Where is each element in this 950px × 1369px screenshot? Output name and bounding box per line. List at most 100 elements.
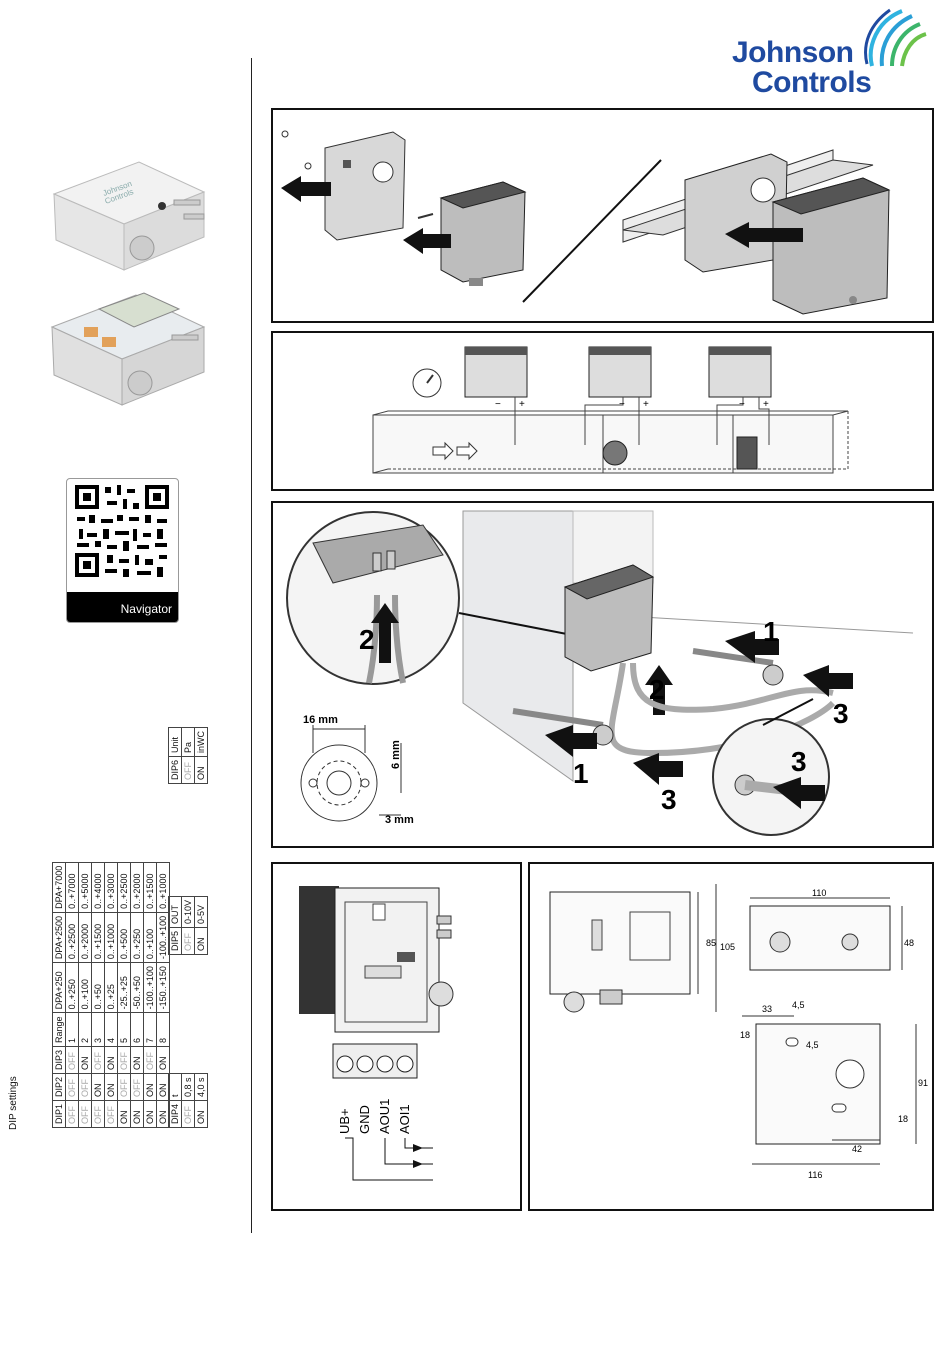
dim-110-label: 110: [812, 888, 826, 898]
sign-minus-2: −: [619, 399, 625, 410]
dim-48-label: 48: [904, 938, 914, 948]
table-cell: -25..+25: [117, 962, 131, 1013]
cover-image: [299, 886, 339, 1014]
table-cell: 0..+1500: [143, 862, 157, 913]
tube-connection-illustration: 16 mm 6 mm 3 mm 1 2 3 1 2 3 3: [286, 510, 914, 836]
back-plate-image: [324, 131, 406, 241]
device-open-image: [50, 292, 206, 406]
table-cell: 0..+3000: [104, 862, 118, 913]
arrow-left-icon: [545, 725, 597, 757]
table-cell: OFF: [91, 1046, 105, 1074]
product-photos: Johnson Controls: [50, 161, 206, 406]
table-cell: -100..+100: [143, 962, 157, 1013]
arrow-left-icon: [403, 228, 451, 254]
table-cell: 0..+100: [78, 962, 92, 1013]
terminal-aoi1-label: AOI1: [397, 1104, 412, 1134]
table-cell: OFF: [143, 1046, 157, 1074]
table-cell: 0..+250: [130, 912, 144, 963]
table-cell: ON: [78, 1046, 92, 1074]
mounting-illustration: [281, 130, 891, 315]
table-header-cell: DIP3: [52, 1046, 66, 1074]
wiring-illustration: UB+ GND AOU1 AOI1: [299, 886, 454, 1181]
table-cell: OFF: [181, 756, 195, 784]
qr-code-icon: [75, 485, 169, 577]
sensor-box-image: [439, 181, 527, 286]
table-cell: 2: [78, 1012, 92, 1047]
brand-line2: Controls: [752, 66, 872, 99]
dim-42-label: 42: [852, 1144, 862, 1154]
dimension-drawing: 85 105 110 48 33 4,5 4,5 18 91 18 42 116: [549, 884, 928, 1180]
table-header-cell: Range: [52, 1012, 66, 1047]
brand-line1: Johnson: [732, 36, 854, 69]
dip-switch-block: [397, 952, 415, 962]
table-cell: ON: [104, 1073, 118, 1101]
sign-minus-1: −: [495, 399, 501, 410]
sign-plus-2: +: [643, 399, 649, 410]
dim-height-label: 6 mm: [390, 740, 402, 769]
table-cell: 3: [91, 1012, 105, 1047]
dim-91-label: 91: [918, 1078, 928, 1088]
table-cell: 7: [143, 1012, 157, 1047]
callout-2a: 2: [649, 674, 665, 705]
arrow-left-icon: [725, 631, 779, 663]
callout-2b: 2: [359, 624, 375, 655]
table-cell: ON: [156, 1046, 170, 1074]
table-cell: OFF: [117, 1046, 131, 1074]
table-cell: 1: [65, 1012, 79, 1047]
table-cell: 5: [117, 1012, 131, 1047]
table-cell: 0..+50: [91, 962, 105, 1013]
table-cell: -150..+150: [156, 962, 170, 1013]
table-header-cell: DPA+250: [52, 962, 66, 1013]
table-cell: 4: [104, 1012, 118, 1047]
table-cell: ON: [130, 1100, 144, 1128]
table-cell: OFF: [117, 1073, 131, 1101]
table-cell: ON: [104, 1046, 118, 1074]
table-header-cell: DIP4: [168, 1100, 182, 1128]
qr-navigator[interactable]: Navigator: [66, 478, 179, 623]
terminal-block: [332, 1043, 418, 1079]
airflow-arrow-icon: [432, 441, 454, 461]
arrow-up-icon: [371, 603, 399, 663]
table-cell: 0..+7000: [65, 862, 79, 913]
table-cell: ON: [143, 1100, 157, 1128]
callout-3b: 3: [661, 784, 677, 815]
arrow-left-icon: [803, 665, 853, 697]
table-cell: 0..+1500: [91, 912, 105, 963]
panel-dimensions: 85 105 110 48 33 4,5 4,5 18 91 18 42 116: [528, 862, 934, 1211]
table-cell: ON: [194, 927, 208, 955]
dim-105-label: 105: [720, 942, 735, 952]
panel-duct-application: − + − + − +: [271, 331, 934, 491]
table-cell: 0,8 s: [181, 1073, 195, 1101]
table-cell: ON: [143, 1073, 157, 1101]
callout-1a: 1: [763, 616, 779, 647]
dim-33-label: 33: [762, 1004, 772, 1014]
table-cell: ON: [91, 1073, 105, 1101]
dip-settings-label: DIP settings: [8, 1076, 19, 1130]
table-cell: OFF: [65, 1073, 79, 1101]
table-cell: -50..+50: [130, 962, 144, 1013]
dim-85-label: 85: [706, 938, 716, 948]
table-cell: 0..+100: [143, 912, 157, 963]
dim-116-label: 116: [808, 1170, 822, 1180]
table-header-cell: DPA+7000: [52, 862, 66, 913]
table-cell: inWC: [194, 727, 208, 757]
table-cell: 4,0 s: [194, 1073, 208, 1101]
